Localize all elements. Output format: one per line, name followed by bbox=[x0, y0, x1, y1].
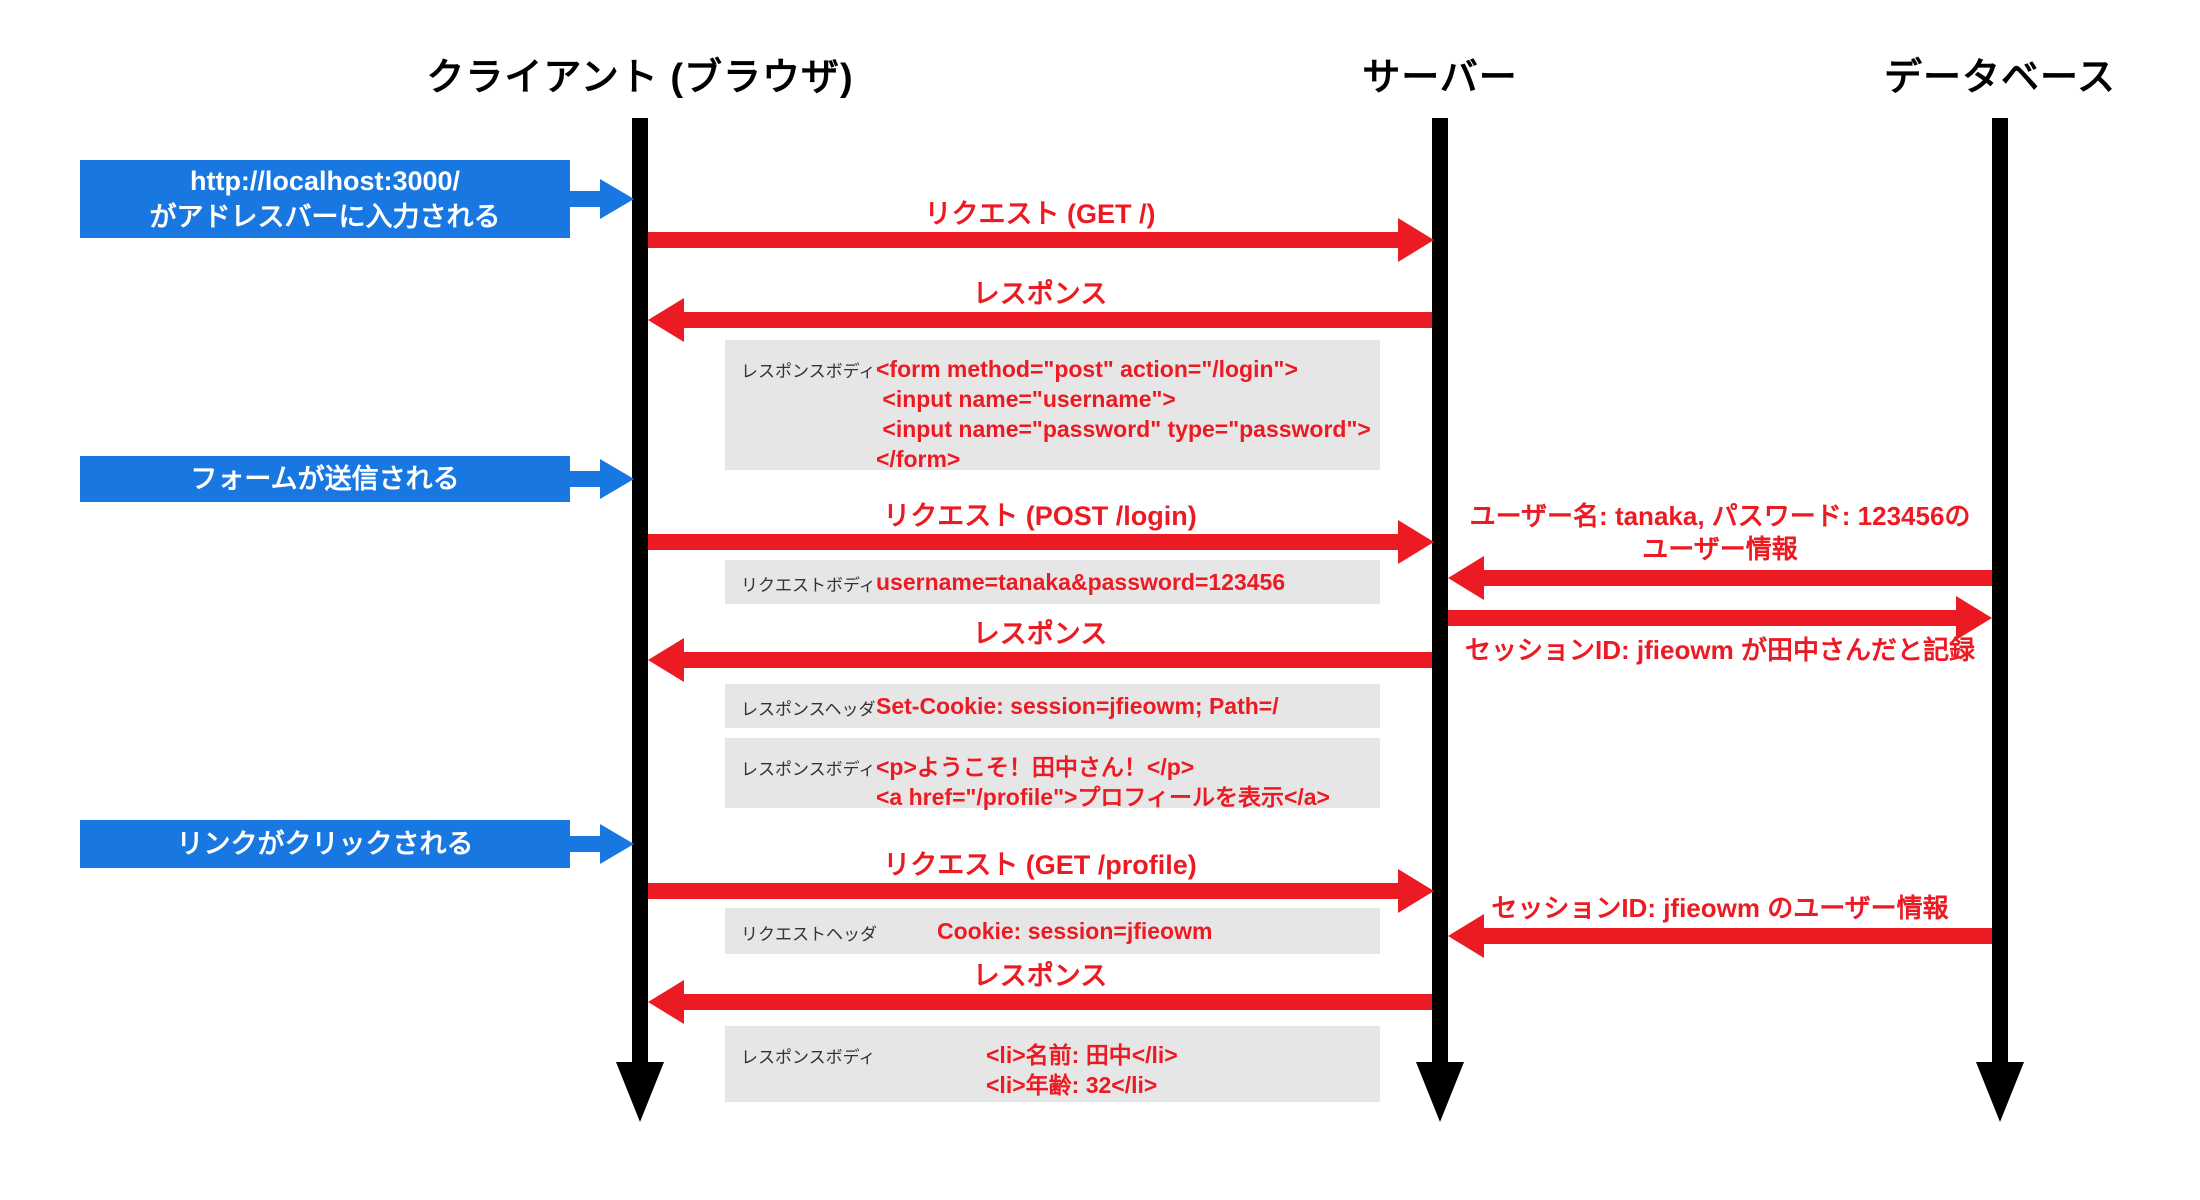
code-box-response-body-profile: レスポンスボディ <li>名前: 田中</li> <li>年齢: 32</li> bbox=[725, 1026, 1380, 1102]
code-line: Set-Cookie: session=jfieowm; Path=/ bbox=[876, 693, 1279, 719]
code-line: <input name="username"> bbox=[876, 386, 1176, 412]
db-user-info-line2: ユーザー情報 bbox=[1642, 534, 1798, 564]
code-line: </form> bbox=[876, 446, 961, 472]
code-box-response-body-form: レスポンスボディ <form method="post" action="/lo… bbox=[725, 340, 1380, 472]
db-session-lookup-head-icon bbox=[1448, 914, 1484, 958]
lifeline-client bbox=[632, 118, 648, 1062]
db-return-user-info-arrow bbox=[1484, 570, 1992, 586]
actor-client-label: クライアント (ブラウザ) bbox=[426, 57, 854, 99]
code-line: <a href="/profile">プロフィールを表示</a> bbox=[876, 784, 1330, 810]
request-arrow-post-login bbox=[648, 534, 1398, 550]
code-content: Cookie: session=jfieowm bbox=[937, 916, 1212, 946]
db-return-user-info-head-icon bbox=[1448, 556, 1484, 600]
event-url-line2: がアドレスバーに入力される bbox=[149, 202, 501, 232]
lifeline-client-arrowhead-icon bbox=[616, 1062, 664, 1122]
event-arrow-2-head-icon bbox=[600, 459, 634, 499]
response-arrow-2 bbox=[684, 652, 1432, 668]
response-arrow-3-head-icon bbox=[648, 980, 684, 1024]
code-box-label: リクエストボディ bbox=[741, 576, 876, 595]
db-label-session-record: セッションID: jfieowm が田中さんだと記録 bbox=[1465, 635, 1975, 665]
code-content: Set-Cookie: session=jfieowm; Path=/ bbox=[876, 691, 1279, 721]
event-box-form-submitted: フォームが送信される bbox=[80, 456, 570, 502]
event-url-line1: http://localhost:3000/ bbox=[189, 166, 461, 196]
lifeline-database-arrowhead-icon bbox=[1976, 1062, 2024, 1122]
db-label-session-lookup: セッションID: jfieowm のユーザー情報 bbox=[1491, 893, 1949, 923]
code-line: Cookie: session=jfieowm bbox=[937, 918, 1213, 944]
response-arrow-1-head-icon bbox=[648, 298, 684, 342]
event-arrow-2 bbox=[570, 471, 602, 487]
message-label-request-get-root: リクエスト (GET /) bbox=[924, 199, 1156, 229]
request-arrow-get-root bbox=[648, 232, 1398, 248]
response-arrow-1 bbox=[684, 312, 1432, 328]
code-box-request-body: リクエストボディ username=tanaka&password=123456 bbox=[725, 560, 1380, 604]
message-label-request-post-login: リクエスト (POST /login) bbox=[883, 501, 1197, 531]
code-line: <p>ようこそ！田中さん！</p> bbox=[876, 754, 1195, 780]
code-line: username=tanaka&password=123456 bbox=[876, 569, 1286, 595]
lifeline-database bbox=[1992, 118, 2008, 1062]
code-line: <li>名前: 田中</li> bbox=[986, 1042, 1178, 1068]
actor-database-label: データベース bbox=[1883, 57, 2117, 99]
code-content: <p>ようこそ！田中さん！</p> <a href="/profile">プロフ… bbox=[876, 752, 1330, 812]
code-line: <input name="password" type="password"> bbox=[876, 416, 1371, 442]
code-box-response-body-welcome: レスポンスボディ <p>ようこそ！田中さん！</p> <a href="/pro… bbox=[725, 738, 1380, 810]
actor-server-label: サーバー bbox=[1362, 57, 1518, 99]
response-arrow-2-head-icon bbox=[648, 638, 684, 682]
request-arrow-post-login-head-icon bbox=[1398, 520, 1434, 564]
lifeline-server bbox=[1432, 118, 1448, 1062]
code-content: <form method="post" action="/login"> <in… bbox=[876, 354, 1371, 474]
request-arrow-get-profile-head-icon bbox=[1398, 869, 1434, 913]
response-arrow-3 bbox=[684, 994, 1432, 1010]
message-label-request-get-profile: リクエスト (GET /profile) bbox=[883, 850, 1197, 880]
code-content: <li>名前: 田中</li> <li>年齢: 32</li> bbox=[986, 1040, 1178, 1100]
db-record-session-arrow bbox=[1448, 610, 1956, 626]
message-label-response-1: レスポンス bbox=[972, 279, 1108, 309]
code-content: username=tanaka&password=123456 bbox=[876, 567, 1285, 597]
event-arrow-3 bbox=[570, 836, 602, 852]
request-arrow-get-profile bbox=[648, 883, 1398, 899]
event-form-line1: フォームが送信される bbox=[190, 464, 460, 494]
event-arrow-3-head-icon bbox=[600, 824, 634, 864]
code-box-response-header: レスポンスヘッダ Set-Cookie: session=jfieowm; Pa… bbox=[725, 684, 1380, 728]
event-arrow-1-head-icon bbox=[600, 179, 634, 219]
code-line: <form method="post" action="/login"> bbox=[876, 356, 1298, 382]
message-label-response-3: レスポンス bbox=[972, 961, 1108, 991]
event-box-link-clicked: リンクがクリックされる bbox=[80, 820, 570, 868]
db-record-session-head-icon bbox=[1956, 596, 1992, 640]
event-arrow-1 bbox=[570, 191, 602, 207]
code-box-label: レスポンスボディ bbox=[741, 1048, 876, 1067]
request-arrow-get-root-head-icon bbox=[1398, 218, 1434, 262]
db-session-lookup-arrow bbox=[1484, 928, 1992, 944]
message-label-response-2: レスポンス bbox=[972, 619, 1108, 649]
code-line: <li>年齢: 32</li> bbox=[986, 1072, 1158, 1098]
code-box-label: リクエストヘッダ bbox=[741, 925, 877, 944]
code-box-label: レスポンスボディ bbox=[741, 362, 876, 381]
event-box-url-entered: http://localhost:3000/ がアドレスバーに入力される bbox=[80, 160, 570, 238]
code-box-label: レスポンスヘッダ bbox=[741, 700, 876, 719]
event-link-line1: リンクがクリックされる bbox=[176, 829, 474, 859]
code-box-request-header: リクエストヘッダ Cookie: session=jfieowm bbox=[725, 908, 1380, 954]
lifeline-server-arrowhead-icon bbox=[1416, 1062, 1464, 1122]
code-box-label: レスポンスボディ bbox=[741, 760, 876, 779]
db-label-user-info: ユーザー名: tanaka, パスワード: 123456の ユーザー情報 bbox=[1448, 500, 1992, 566]
db-user-info-line1: ユーザー名: tanaka, パスワード: 123456の bbox=[1469, 501, 1971, 531]
